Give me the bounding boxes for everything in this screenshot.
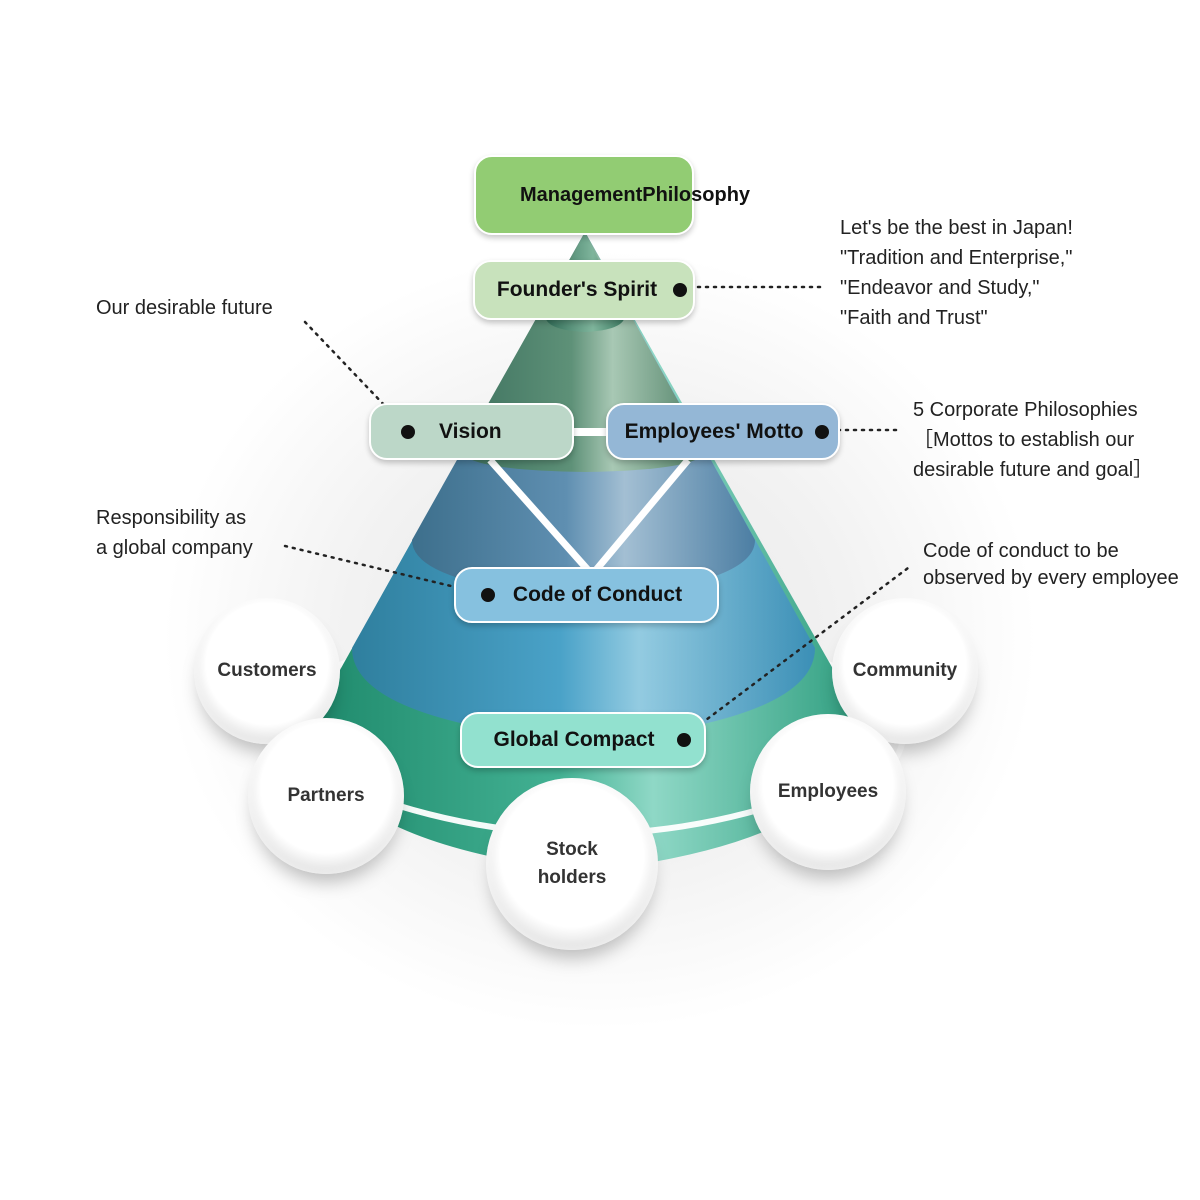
global-compact-dot-icon <box>676 733 691 747</box>
vision-leader <box>303 320 410 432</box>
employees-motto-dot-icon <box>815 424 830 439</box>
code-of-conduct-label: Code of Conduct <box>512 583 683 606</box>
stakeholder-employees: Employees <box>750 714 906 870</box>
stakeholder-stockholders: Stock holders <box>486 778 658 950</box>
code-of-conduct-pill: Code of Conduct <box>454 567 719 623</box>
code-of-conduct-leader <box>283 544 482 595</box>
employees-motto-pill: Employees' Motto <box>606 403 840 460</box>
community-label: Community <box>852 660 958 681</box>
founders-spirit-dot-icon <box>673 283 688 297</box>
employees-motto-label: Employees' Motto <box>624 419 804 443</box>
founders-spirit-pill: Founder's Spirit <box>473 260 695 320</box>
founders-spirit-annotation: Let's be the best in Japan! "Tradition a… <box>840 217 1073 329</box>
vision-label: Vision <box>439 419 502 443</box>
stakeholder-partners: Partners <box>248 718 404 874</box>
employees-motto-annotation: 5 Corporate Philosophies ［Mottos to esta… <box>913 399 1154 481</box>
vision-dot-icon <box>401 424 415 439</box>
global-compact-pill: Global Compact <box>460 712 706 768</box>
vision-pill: Vision <box>369 403 574 460</box>
partners-label: Partners <box>287 785 365 806</box>
founders-spirit-label: Founder's Spirit <box>496 278 658 301</box>
employees-label: Employees <box>777 781 879 802</box>
stockholders-label: Stock holders <box>537 839 607 888</box>
global-compact-annotation: Code of conduct to be observed by every … <box>923 540 1179 589</box>
vision-code-connector <box>487 457 591 573</box>
customers-label: Customers <box>217 660 317 681</box>
code-of-conduct-annotation: Responsibility as a global company <box>96 507 253 559</box>
management-philosophy-line1: Management <box>520 184 643 206</box>
global-compact-label: Global Compact <box>493 728 655 751</box>
management-philosophy-box: Management Philosophy <box>474 155 750 235</box>
management-philosophy-line2: Philosophy <box>642 184 751 206</box>
motto-code-connector <box>593 457 691 573</box>
code-of-conduct-dot-icon <box>480 588 495 602</box>
vision-annotation: Our desirable future <box>96 297 273 319</box>
global-compact-leader <box>680 563 914 740</box>
stakeholder-community: Community <box>832 598 978 744</box>
